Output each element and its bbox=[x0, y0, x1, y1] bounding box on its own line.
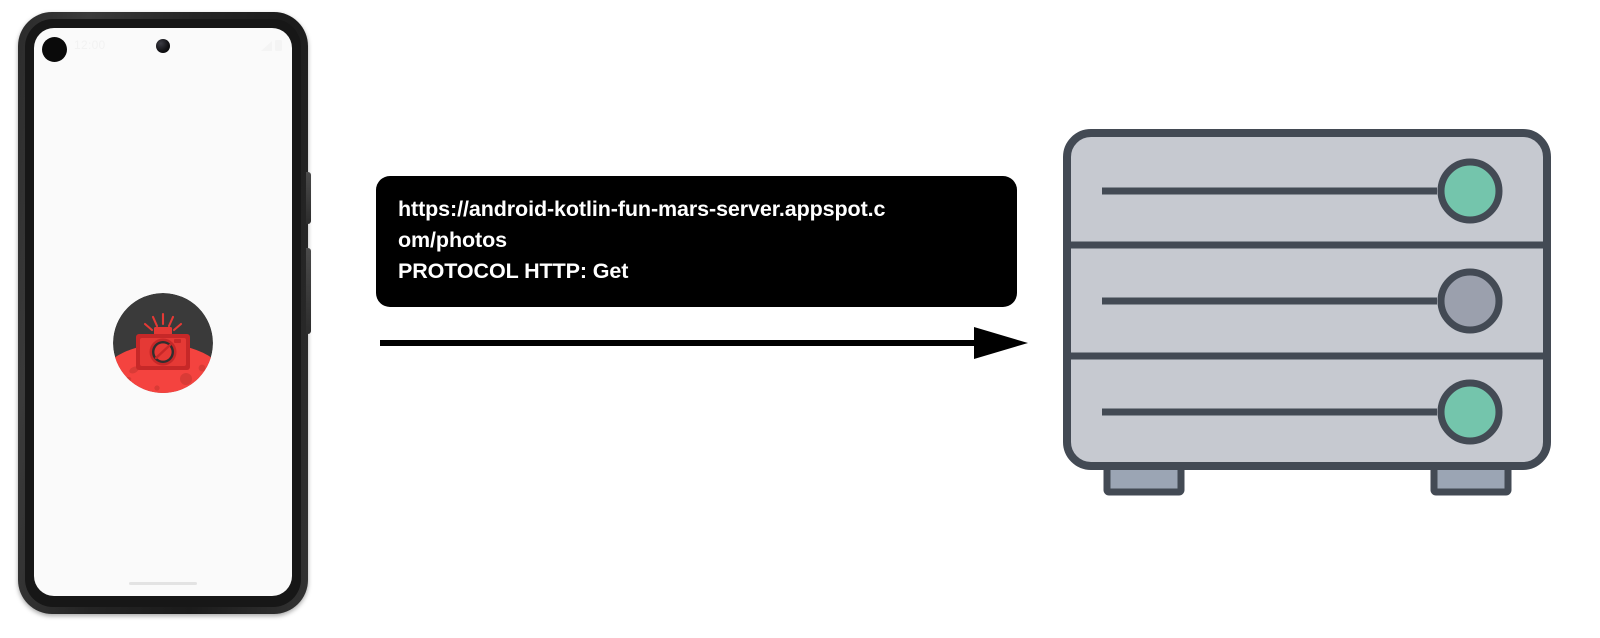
status-bar-time: 12:00 bbox=[74, 38, 106, 52]
request-direction-arrow bbox=[378, 318, 1028, 368]
android-phone-device: 12:00 bbox=[18, 12, 311, 614]
mars-photos-logo bbox=[112, 292, 214, 394]
server-bay-1 bbox=[1102, 158, 1503, 224]
status-bar-icons bbox=[261, 40, 282, 51]
server-bay-2 bbox=[1102, 268, 1503, 334]
request-callout-box: https://android-kotlin-fun-mars-server.a… bbox=[376, 176, 1017, 307]
request-protocol-line: PROTOCOL HTTP: Get bbox=[398, 259, 629, 283]
home-gesture-indicator[interactable] bbox=[129, 582, 197, 585]
request-url-line-2: om/photos bbox=[398, 228, 507, 252]
app-indicator-dot bbox=[42, 37, 67, 62]
request-url-line-1: https://android-kotlin-fun-mars-server.a… bbox=[398, 197, 886, 221]
web-server bbox=[1062, 128, 1552, 500]
server-bay-3 bbox=[1102, 379, 1503, 445]
signal-bars-icon bbox=[261, 41, 272, 51]
phone-screen: 12:00 bbox=[34, 28, 292, 596]
front-camera-punch-hole-icon bbox=[156, 39, 170, 53]
power-button[interactable] bbox=[306, 172, 311, 224]
status-bar: 12:00 bbox=[34, 28, 292, 68]
battery-icon bbox=[275, 40, 282, 51]
volume-button[interactable] bbox=[306, 248, 311, 334]
